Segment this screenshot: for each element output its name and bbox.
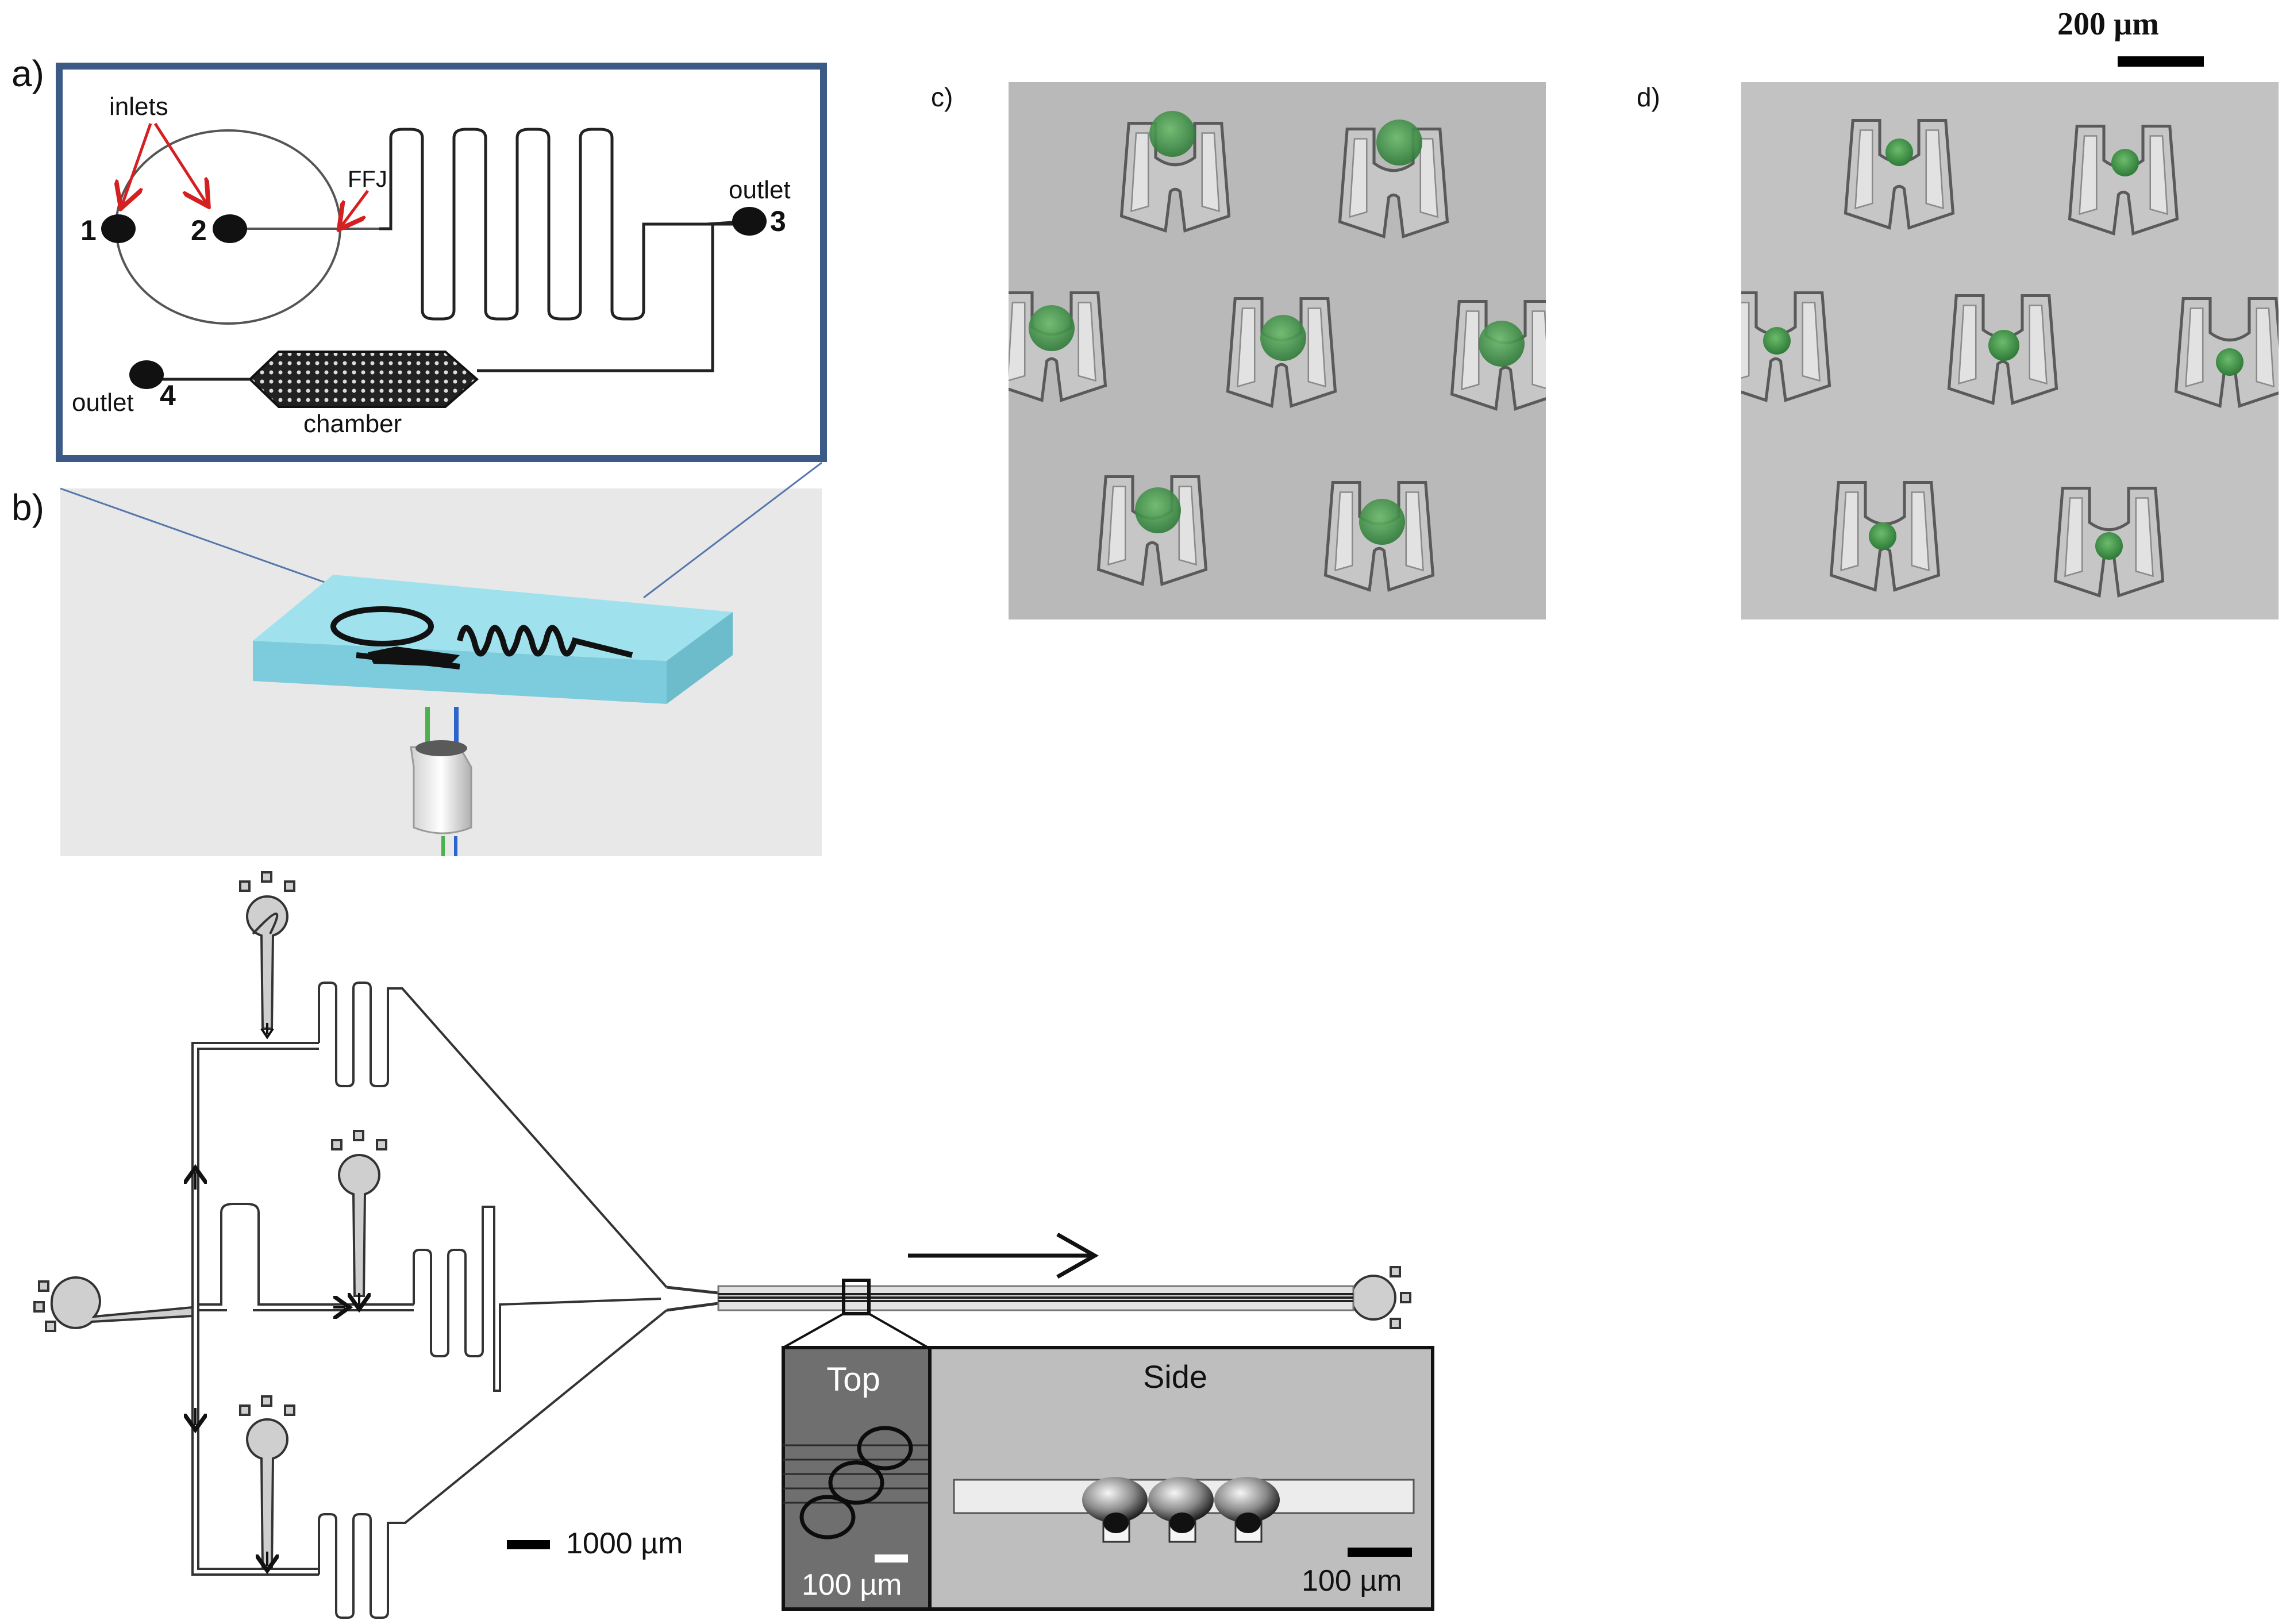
inlet-2-port <box>213 214 247 243</box>
inset-top-droplets <box>799 1426 913 1540</box>
flow-direction-arrow <box>908 1232 1099 1279</box>
inlet-arrow-1 <box>122 123 152 206</box>
chamber-shape <box>248 351 479 408</box>
port-3-number: 3 <box>770 205 786 237</box>
chip-3d-render <box>253 575 733 856</box>
panel-a-chip-schematic <box>101 122 767 408</box>
inset-top-scale-bar <box>875 1554 908 1563</box>
reservoir-bottom <box>239 1395 295 1570</box>
panel-d-label: d) <box>1637 82 1660 112</box>
panel-c-micrograph <box>1009 82 1546 619</box>
zoom-line-left <box>60 487 328 584</box>
reservoir-left <box>33 1276 194 1332</box>
outlet-chamber-channel <box>477 224 714 372</box>
serpentine-channel <box>389 128 747 321</box>
inlet-1-port <box>101 214 136 243</box>
network-scale-bar <box>507 1540 550 1549</box>
reservoir-right <box>1350 1266 1411 1329</box>
port-4-number: 4 <box>160 379 176 411</box>
reservoir-top <box>239 871 295 1030</box>
inlet-arrow-2 <box>153 122 207 204</box>
zoom-line-right <box>643 461 822 599</box>
zoom-callout-box <box>842 1279 871 1315</box>
panel-c-label: c) <box>931 82 953 112</box>
bottom-microfluidic-network <box>33 871 1411 1619</box>
network-scale-label: 1000 µm <box>566 1527 683 1560</box>
panel-a-label: a) <box>11 53 44 94</box>
inset-top-view <box>782 1346 932 1611</box>
panel-d-scale-label: 200 µm <box>2057 6 2159 42</box>
port-2-number: 2 <box>191 214 207 247</box>
ffj-label: FFJ <box>348 167 387 192</box>
inset-top-label: Top <box>826 1361 880 1398</box>
inset-side-droplets <box>1082 1477 1280 1543</box>
reservoir-middle <box>331 1130 387 1297</box>
inlets-label: inlets <box>109 93 168 121</box>
outlet-3-port <box>732 207 767 236</box>
outlet-4-port <box>129 360 164 389</box>
port-1-number: 1 <box>80 214 97 247</box>
ffj-junction-channel <box>379 138 392 230</box>
inset-side-scale-label: 100 µm <box>1302 1564 1402 1598</box>
panel-b-label: b) <box>11 487 44 528</box>
outlet-3-label: outlet <box>729 176 791 204</box>
inset-side-label: Side <box>1143 1359 1207 1395</box>
ffj-arrow <box>341 190 370 227</box>
inset-top-scale-label: 100 µm <box>802 1568 902 1602</box>
inset-side-scale-bar <box>1348 1548 1412 1557</box>
panel-d-scale-bar <box>2118 56 2204 67</box>
inset-panel <box>782 1346 1434 1611</box>
chamber-label: chamber <box>303 410 402 438</box>
panel-d-micrograph <box>1741 82 2279 619</box>
outlet-4-label: outlet <box>72 388 134 417</box>
